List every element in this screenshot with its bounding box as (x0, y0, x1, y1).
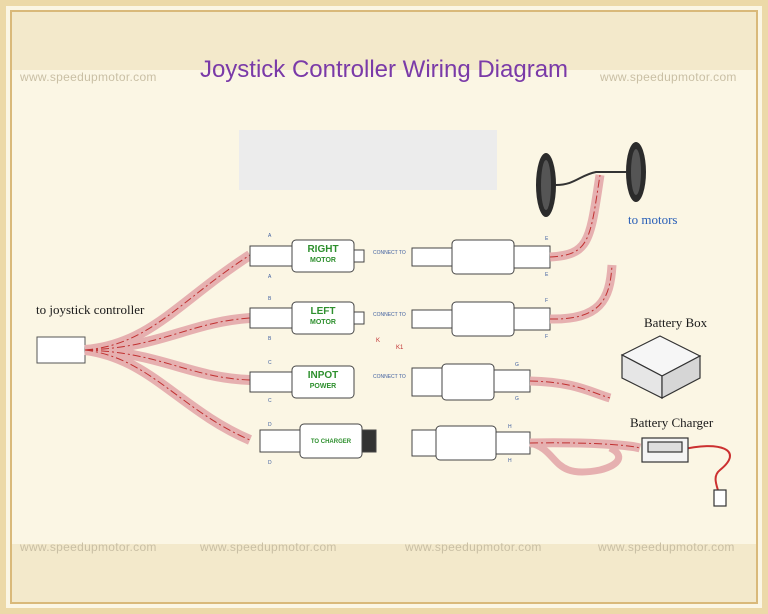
pin-label: B (268, 296, 272, 302)
joystick-trunk-cable (36, 250, 253, 445)
right-connectors (411, 239, 551, 461)
battery-box-label: Battery Box (644, 315, 708, 330)
marker-k1: K1 (396, 345, 404, 351)
watermark: www.speedupmotor.com (405, 540, 542, 554)
pin-label: H (508, 424, 512, 430)
right-cables (528, 174, 731, 501)
connector-label-to-charger: TO CHARGER (310, 439, 352, 445)
marker-k: K (376, 338, 381, 344)
battery-box-shape (620, 335, 702, 399)
pin-label: E (545, 236, 549, 242)
pin-label: F (545, 334, 549, 340)
decorative-border (10, 10, 758, 604)
blank-placeholder-box (239, 130, 497, 190)
pin-label: A (268, 274, 272, 280)
connect-to-label: CONNECT TO (373, 250, 406, 256)
pin-label: D (268, 460, 272, 466)
watermark: www.speedupmotor.com (598, 540, 735, 554)
watermark: www.speedupmotor.com (600, 70, 737, 84)
top-ornament-band (12, 12, 756, 70)
pin-label: F (545, 298, 549, 304)
pin-label: A (268, 233, 272, 239)
left-connectors (249, 239, 377, 459)
motors-label: to motors (628, 212, 678, 227)
pin-label: G (515, 362, 519, 368)
connect-to-label: CONNECT TO (373, 374, 406, 380)
battery-charger-label: Battery Charger (630, 415, 714, 430)
pin-label: C (268, 360, 272, 366)
joystick-label: to joystick controller (36, 302, 145, 317)
watermark: www.speedupmotor.com (20, 70, 157, 84)
bottom-ornament-band (12, 544, 756, 602)
motor-wheels (536, 142, 646, 217)
pin-label: G (515, 396, 519, 402)
pin-label: B (268, 336, 272, 342)
pin-label: H (508, 458, 512, 464)
watermark: www.speedupmotor.com (20, 540, 157, 554)
pin-label: D (268, 422, 272, 428)
connect-to-label: CONNECT TO (373, 312, 406, 318)
battery-charger-shape (641, 437, 727, 507)
pin-label: E (545, 272, 549, 278)
pin-label: C (268, 398, 272, 404)
diagram-title: Joystick Controller Wiring Diagram (199, 56, 569, 83)
watermark: www.speedupmotor.com (200, 540, 337, 554)
